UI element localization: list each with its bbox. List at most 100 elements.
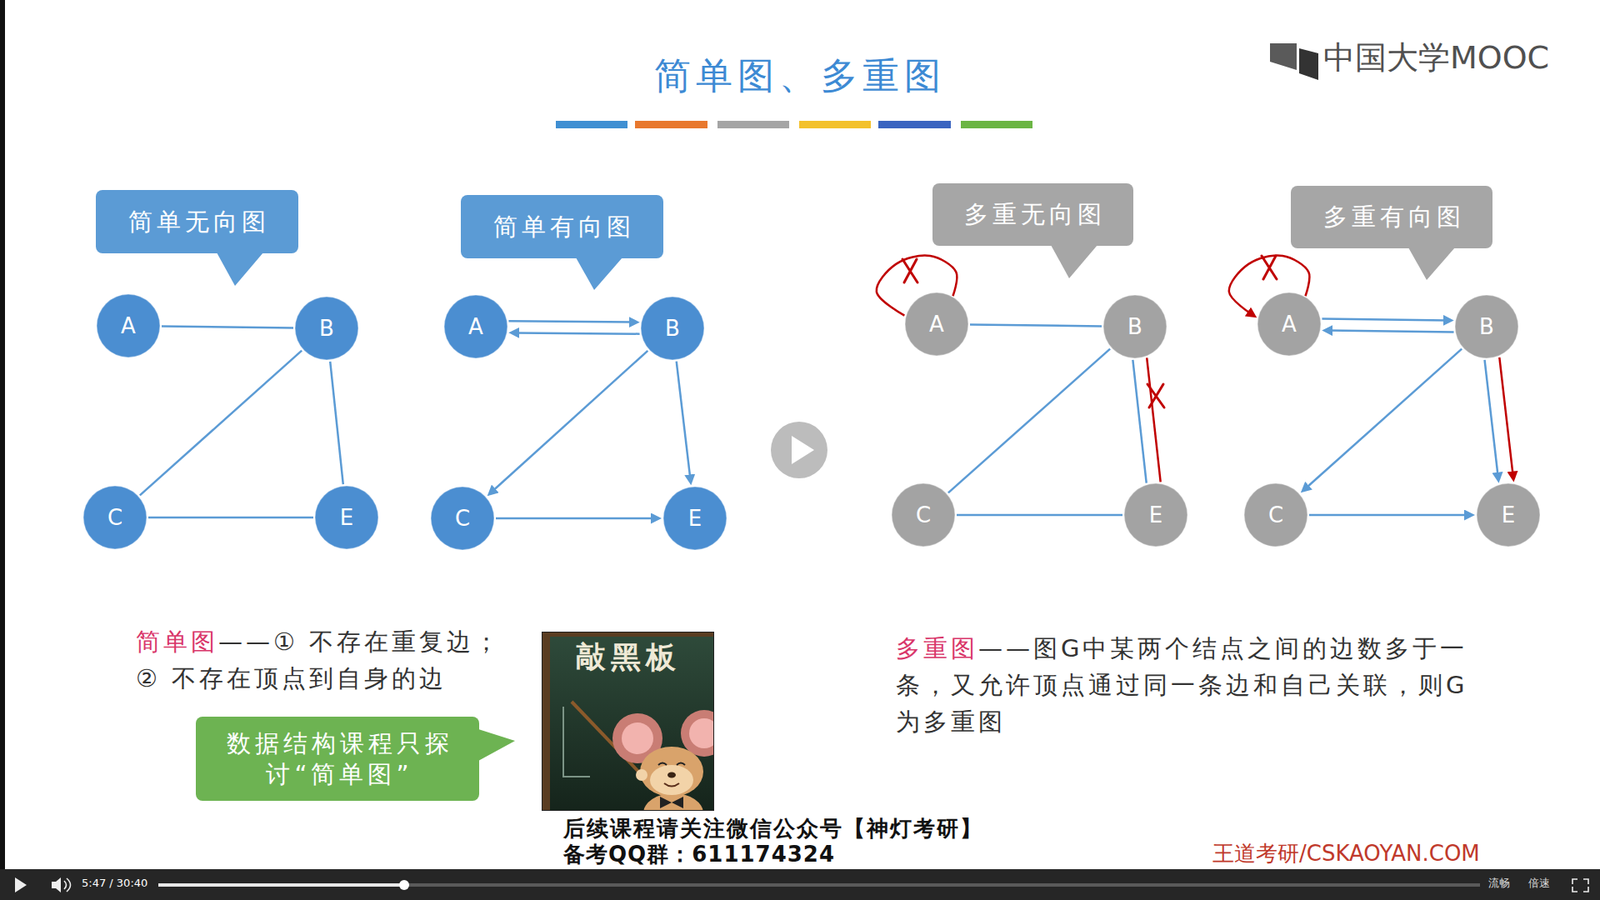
node-label: C: [915, 501, 931, 530]
mouse-face: [650, 765, 694, 795]
color-bar: [555, 120, 628, 129]
callout-body: [1290, 185, 1493, 249]
node-label: A: [468, 313, 484, 341]
callout-bubble: 简单无向图: [95, 190, 299, 254]
video-control-bar: [0, 869, 1600, 900]
text-label: 多重图: [895, 634, 979, 663]
callout-body: [932, 183, 1134, 246]
vertex-fill: [83, 485, 147, 550]
graph-edge: [1132, 360, 1146, 484]
color-bar: [717, 120, 790, 129]
text-label: 中国大学MOOC: [1323, 40, 1550, 77]
text-label: ——图G中某两个结点之间的边数多于一条，又允许顶点通过同一条边和自己关联，则G为…: [895, 634, 1468, 736]
graph-edge: [956, 514, 1123, 517]
picture-border: [542, 632, 715, 811]
text-label: 王道考研/CSKAOYAN.COM: [1212, 841, 1480, 867]
graph-edge: [676, 361, 691, 480]
color-bar: [635, 120, 708, 129]
callout-bubble: 数据结构课程只探讨“简单图”: [195, 716, 480, 801]
graph-edge: [1305, 349, 1462, 489]
color-bar: [799, 120, 871, 129]
color-bar: [878, 120, 951, 129]
vertex-fill: [891, 483, 955, 547]
graph-edge: [1499, 357, 1513, 476]
vertex-circle: A: [904, 291, 970, 357]
node-label: B: [665, 315, 680, 343]
vertex-fill: [640, 296, 705, 360]
node-label: E: [340, 504, 354, 532]
graph-edge: [508, 320, 633, 322]
vertex-fill: [430, 486, 495, 550]
graph-edge: [140, 350, 302, 496]
text-label: 简单图: [135, 627, 219, 656]
text-label: 后续课程请关注微信公众号【神灯考研】: [563, 816, 984, 842]
graph-edge: [330, 361, 344, 485]
node-label: E: [1501, 501, 1515, 530]
text-label: ② 不存在顶点到自身的边: [135, 660, 502, 697]
vertex-circle: E: [1123, 482, 1189, 548]
node-label: A: [1281, 310, 1297, 339]
vertex-circle: B: [294, 295, 360, 361]
callout-tail: [1050, 245, 1098, 279]
description-text: 简单图——① 不存在重复边； ② 不存在顶点到自身的边: [135, 623, 502, 697]
graph-edge: [515, 332, 640, 334]
callout-bubble: 多重无向图: [932, 183, 1134, 246]
callout-tail: [1408, 247, 1455, 280]
vertex-circle: C: [430, 485, 495, 551]
callout-tail: [478, 729, 515, 761]
vertex-circle: A: [443, 294, 509, 360]
callout-tail: [575, 257, 623, 290]
play-icon: [15, 877, 27, 893]
mouse-mouth: [664, 783, 680, 787]
vertex-fill: [1455, 295, 1519, 359]
vertex-fill: [1257, 292, 1321, 356]
graph-edge: [492, 350, 649, 492]
play-circle: [770, 421, 828, 479]
vertex-fill: [295, 296, 359, 360]
graph-edge: [161, 326, 294, 329]
vertex-circle: A: [1256, 291, 1322, 357]
bubble-shape: [195, 716, 480, 801]
cross-mark: [1147, 384, 1165, 408]
vertex-circle: E: [1475, 482, 1541, 548]
vertex-circle: E: [314, 485, 380, 550]
video-play-button: [770, 421, 828, 479]
graph-edge: [970, 325, 1102, 327]
graph-edge: [1485, 360, 1499, 477]
mouse-nose: [667, 772, 676, 779]
vertex-circle: B: [1102, 294, 1168, 360]
vertex-fill: [1103, 295, 1167, 359]
node-label: C: [1268, 501, 1284, 530]
vertex-fill: [315, 485, 379, 550]
color-bar: [960, 120, 1033, 129]
graph-edge: [495, 517, 655, 520]
text-label: 备考QQ群：611174324: [563, 842, 835, 868]
mouse-head: [640, 746, 704, 797]
text-label: ——① 不存在重复边；: [218, 627, 502, 656]
callout-bubble: 多重有向图: [1290, 185, 1493, 249]
graph-edge: [1146, 357, 1160, 482]
text-label: 倍速: [1528, 877, 1550, 890]
node-label: B: [319, 315, 335, 343]
node-label: A: [929, 310, 945, 339]
vertex-fill: [1244, 483, 1308, 547]
graph-edge: [1309, 514, 1469, 517]
vertex-fill: [444, 295, 508, 359]
control-bar: [0, 869, 1600, 900]
graph-edge: [1321, 318, 1447, 320]
logo-shape: [1270, 43, 1297, 70]
graph-edge: [948, 349, 1110, 494]
text-label: 流畅: [1488, 877, 1510, 890]
node-label: E: [1149, 501, 1163, 530]
callout-tail: [216, 252, 264, 286]
node-label: E: [688, 505, 702, 533]
volume-waves: [64, 878, 71, 892]
vertex-circle: E: [662, 485, 728, 551]
description-text: 多重图——图G中某两个结点之间的边数多于一条，又允许顶点通过同一条边和自己关联，…: [895, 630, 1480, 740]
text-label: 5:47 / 30:40: [81, 877, 148, 890]
node-label: 简单有向图: [489, 211, 635, 242]
progress-track: [158, 883, 1480, 887]
callout-body: [195, 716, 480, 801]
vertex-fill: [663, 486, 727, 550]
vertex-circle: B: [1454, 294, 1520, 360]
